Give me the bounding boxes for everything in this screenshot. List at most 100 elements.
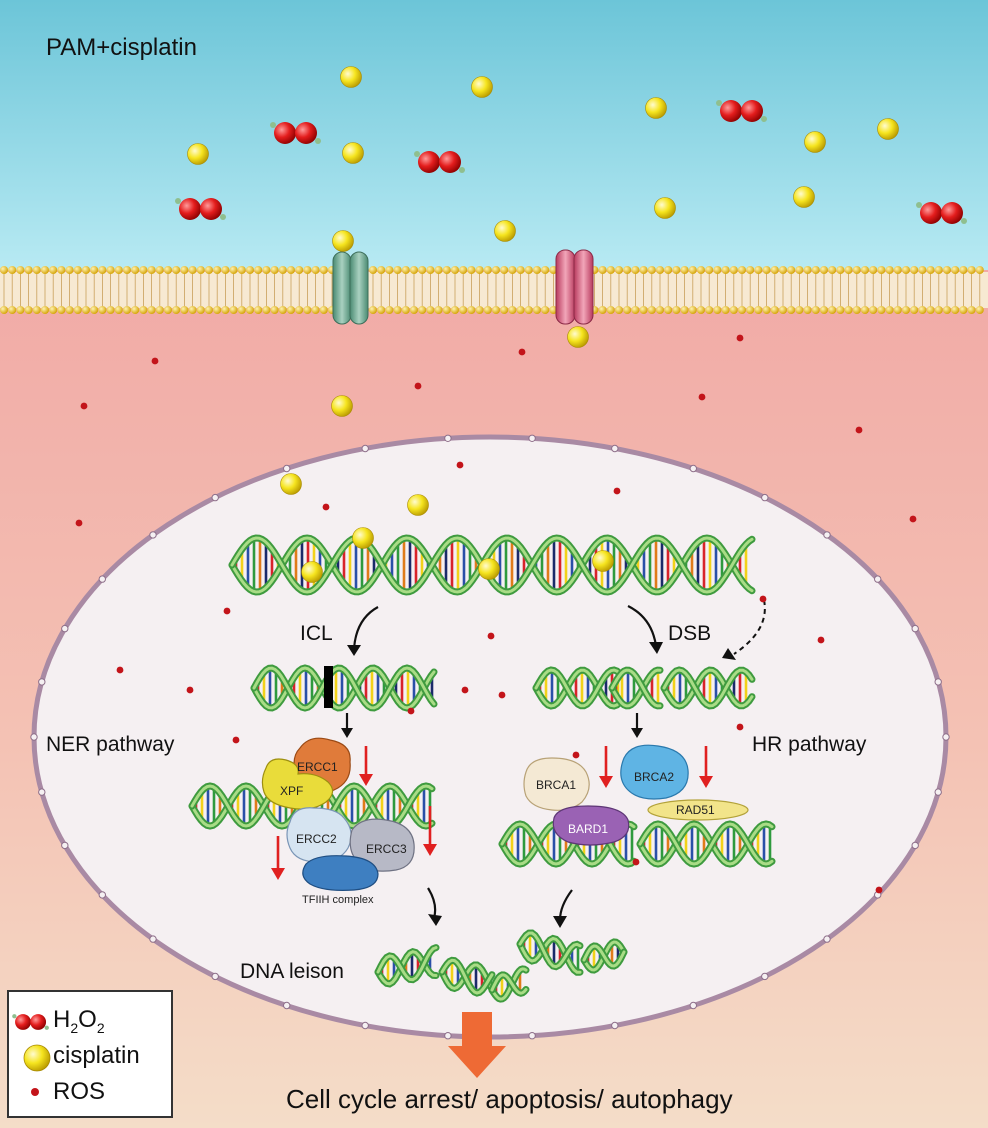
cisplatin-particle	[654, 197, 676, 219]
cisplatin-particle	[332, 230, 354, 252]
outcome-label: Cell cycle arrest/ apoptosis/ autophagy	[286, 1084, 733, 1114]
dna-helix	[374, 944, 440, 988]
cisplatin-particle	[494, 220, 516, 242]
xpf-shape	[261, 758, 334, 810]
bard1-label: BARD1	[568, 822, 609, 836]
arrow-layer	[271, 599, 766, 928]
legend-cisplatin-icon	[23, 1044, 51, 1072]
dna-helix	[250, 664, 438, 712]
ercc2-shape	[286, 807, 352, 863]
green-membrane-channel	[332, 251, 369, 325]
legend: H2O2 cisplatin ROS	[7, 990, 173, 1118]
ros-particle	[461, 686, 469, 694]
cell-membrane	[0, 266, 988, 314]
process-arrow	[627, 605, 663, 654]
process-arrow	[722, 599, 766, 660]
cisplatin-particle	[645, 97, 667, 119]
dna-helix	[660, 666, 756, 710]
ros-particle	[151, 357, 159, 365]
cisplatin-particle	[342, 142, 364, 164]
xpf-label: XPF	[280, 784, 304, 798]
ros-particle	[909, 515, 917, 523]
dna-helix	[438, 956, 496, 997]
ros-particle	[407, 707, 415, 715]
ros-particle	[855, 426, 863, 434]
hr-pathway-label: HR pathway	[752, 733, 867, 756]
ros-particle	[632, 858, 640, 866]
ros-particle	[456, 461, 464, 469]
dna-layer	[188, 534, 776, 1003]
cisplatin-particle	[331, 395, 353, 417]
tfiih-shape	[302, 855, 379, 891]
process-arrow	[599, 746, 613, 788]
cisplatin-particle	[592, 550, 614, 572]
ros-particle	[498, 691, 506, 699]
cisplatin-particle	[352, 527, 374, 549]
ercc3-label: ERCC3	[366, 842, 407, 856]
ercc2-label: ERCC2	[296, 832, 337, 846]
cisplatin-particle	[407, 494, 429, 516]
dna-lesion-label: DNA leison	[240, 960, 344, 983]
process-arrow	[271, 836, 285, 880]
crosslink-mark	[324, 666, 333, 708]
ner-protein-complex	[261, 737, 415, 891]
process-arrow	[347, 606, 379, 656]
process-arrow	[699, 746, 713, 788]
outcome-arrow	[448, 1012, 506, 1078]
ros-particle	[186, 686, 194, 694]
ros-particle	[875, 886, 883, 894]
ros-particle	[80, 402, 88, 410]
ros-particle	[487, 632, 495, 640]
rad51-label: RAD51	[676, 803, 715, 817]
cisplatin-particle	[478, 558, 500, 580]
ros-particle	[116, 666, 124, 674]
ros-particle	[759, 595, 767, 603]
dna-helix	[228, 534, 756, 596]
brca2-label: BRCA2	[634, 770, 675, 784]
ros-particle	[817, 636, 825, 644]
diagram-title: PAM+cisplatin	[46, 34, 197, 61]
process-arrow	[359, 746, 373, 786]
legend-symbols	[12, 1014, 51, 1096]
dna-helix	[488, 965, 530, 1003]
ros-particle	[75, 519, 83, 527]
dna-helix	[516, 929, 584, 976]
cisplatin-particle	[187, 143, 209, 165]
cisplatin-particle	[804, 131, 826, 153]
legend-h2o2-label: H2O2	[53, 1006, 105, 1036]
rad51-shape	[647, 799, 749, 821]
ros-particle	[736, 334, 744, 342]
particle-layer	[75, 66, 967, 894]
ner-pathway-label: NER pathway	[46, 733, 175, 756]
pink-membrane-channel	[555, 249, 594, 325]
dna-helix	[608, 666, 664, 710]
process-arrow	[341, 713, 353, 738]
dna-helix	[636, 820, 776, 868]
ros-particle	[698, 393, 706, 401]
brca1-shape	[523, 757, 590, 811]
ros-particle	[518, 348, 526, 356]
process-arrow	[631, 713, 643, 738]
legend-ros-icon	[31, 1088, 39, 1096]
dna-helix	[580, 938, 628, 974]
icl-label: ICL	[300, 622, 333, 645]
tfiih-complex-label: TFIIH complex	[302, 894, 374, 906]
extracellular-region	[0, 0, 988, 270]
ros-particle	[232, 736, 240, 744]
legend-h2o2-icon	[12, 1014, 49, 1030]
ros-particle	[414, 382, 422, 390]
ros-particle	[322, 503, 330, 511]
brca2-shape	[620, 744, 689, 800]
process-arrow	[553, 889, 573, 928]
nuclear-envelope-segments	[30, 434, 950, 1040]
cisplatin-particle	[340, 66, 362, 88]
ros-particle	[572, 751, 580, 759]
cisplatin-particle	[567, 326, 589, 348]
bard1-shape	[552, 805, 630, 846]
ercc1-label: ERCC1	[297, 760, 338, 774]
cisplatin-particle	[793, 186, 815, 208]
process-arrow	[423, 806, 437, 856]
cisplatin-particle	[471, 76, 493, 98]
brca1-label: BRCA1	[536, 778, 577, 792]
